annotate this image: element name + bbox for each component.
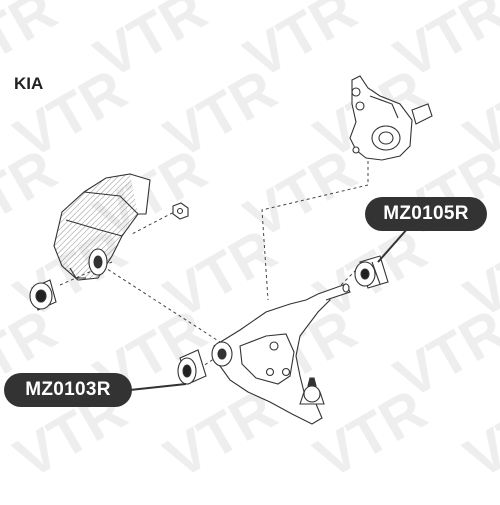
bushing-icon — [354, 255, 389, 289]
nut-icon — [172, 202, 189, 220]
brand-title: KIA — [14, 74, 44, 93]
subframe-bracket-icon — [53, 173, 151, 281]
steering-knuckle-icon — [349, 75, 433, 161]
ball-joint-icon — [299, 377, 325, 405]
bushing-icon — [177, 349, 207, 385]
part-number-label: MZ0105R — [365, 197, 487, 231]
bushing-icon — [29, 279, 57, 311]
watermark-text: VTR — [454, 377, 500, 491]
control-arm-icon — [211, 283, 351, 425]
part-number-label: MZ0103R — [4, 373, 132, 407]
leader-lines — [129, 227, 409, 391]
